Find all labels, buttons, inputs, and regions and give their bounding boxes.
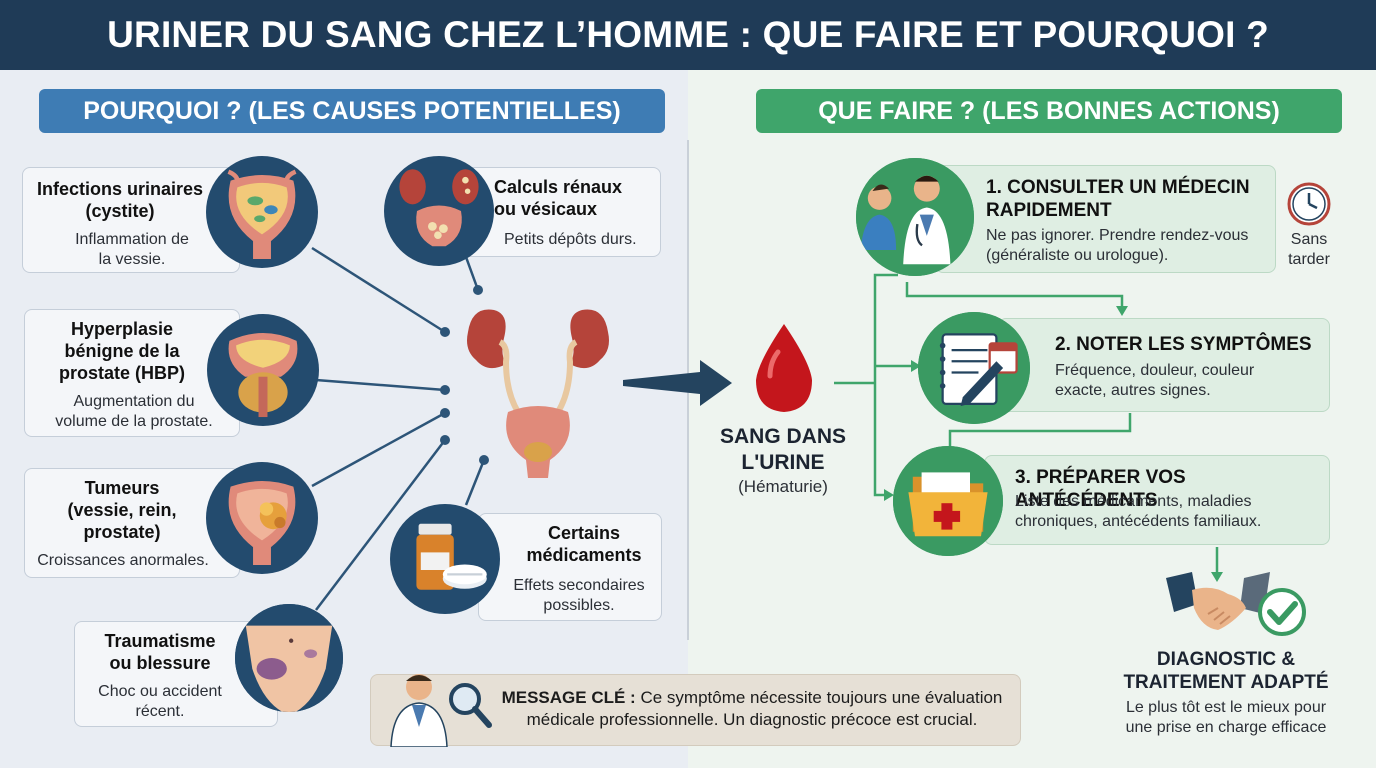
cause-title: Infections urinaires (36, 179, 204, 199)
cause-desc: récent. (135, 703, 185, 720)
cause-title: ou vésicaux (494, 199, 598, 219)
center-title: SANG DANS (719, 425, 846, 448)
outcome-title: DIAGNOSTIC & (1156, 649, 1296, 670)
cause-desc: Petits dépôts durs. (504, 231, 637, 248)
center-title: L'URINE (741, 451, 825, 474)
bladder-infection-icon (206, 156, 318, 268)
cause-title: Certains (547, 523, 621, 543)
cause-card-infection: Infections urinaires (cystite) Inflammat… (22, 167, 240, 273)
action-title: 1. CONSULTER UN MÉDECIN (986, 177, 1250, 198)
key-message-box: MESSAGE CLÉ : Ce symptôme nécessite touj… (370, 674, 1021, 747)
cause-title: prostate) (83, 522, 161, 542)
clock-text: Sans (1290, 231, 1328, 248)
cause-card-medication: Certains médicaments Effets secondaires … (478, 513, 662, 621)
action-title: 3. PRÉPARER VOS ANTÉCÉDENTS (1015, 467, 1186, 511)
action-card-consult: 1. CONSULTER UN MÉDECIN RAPIDEMENT Ne pa… (935, 165, 1276, 273)
handshake-check-icon (1166, 572, 1306, 636)
key-message-label: MESSAGE CLÉ : (501, 688, 636, 707)
medical-folder-icon (893, 446, 1003, 556)
cause-card-tumor: Tumeurs (vessie, rein, prostate) Croissa… (24, 468, 240, 578)
kidney-stones-icon (384, 156, 494, 266)
cause-desc: Choc ou accident (98, 683, 222, 700)
action-card-symptoms: 2. NOTER LES SYMPTÔMES Fréquence, douleu… (998, 318, 1330, 412)
action-title: 2. NOTER LES SYMPTÔMES (1055, 334, 1312, 355)
tumor-icon (206, 462, 318, 574)
cause-desc: possibles. (543, 597, 615, 614)
cause-title: Calculs rénaux (494, 177, 623, 197)
doctor-magnifier-icon (390, 674, 492, 747)
section-divider (687, 140, 689, 640)
action-desc: Liste des médicaments, maladies (1015, 493, 1252, 510)
cause-title: Traumatisme (104, 631, 216, 651)
cause-title: (cystite) (85, 201, 155, 221)
action-title: RAPIDEMENT (986, 200, 1112, 221)
notebook-icon (918, 312, 1030, 424)
key-message-body: Ce symptôme nécessite toujours une évalu… (526, 688, 1003, 729)
cause-title: (vessie, rein, (67, 500, 177, 520)
causes-header: POURQUOI ? (LES CAUSES POTENTIELLES) (39, 89, 665, 133)
cause-card-hbp: Hyperplasie bénigne de la prostate (HBP)… (24, 309, 240, 437)
action-desc: Ne pas ignorer. Prendre rendez-vous (986, 227, 1249, 244)
cause-desc: Inflammation de (75, 231, 189, 248)
outcome-title: TRAITEMENT ADAPTÉ (1123, 672, 1329, 693)
action-desc: (généraliste ou urologue). (986, 247, 1169, 264)
urinary-tract-icon (467, 309, 609, 478)
cause-desc: la vessie. (98, 251, 166, 268)
clock-label: Sans tarder (1276, 230, 1342, 270)
cause-title: prostate (HBP) (58, 363, 185, 383)
cause-title: bénigne de la (64, 341, 180, 361)
cause-desc: Croissances anormales. (37, 552, 209, 569)
cause-desc: volume de la prostate. (55, 413, 213, 430)
key-message-text: MESSAGE CLÉ : Ce symptôme nécessite touj… (497, 687, 1007, 731)
clock-text: tarder (1288, 251, 1330, 268)
cause-desc: Effets secondaires (513, 577, 645, 594)
action-desc: exacte, autres signes. (1055, 382, 1211, 399)
blood-drop-icon (756, 324, 812, 412)
outcome-desc: Le plus tôt est le mieux pour (1125, 699, 1327, 716)
outcome-block: DIAGNOSTIC & TRAITEMENT ADAPTÉ Le plus t… (1098, 648, 1354, 738)
cause-title: Hyperplasie (70, 319, 174, 339)
center-subtitle: (Hématurie) (738, 477, 828, 496)
doctor-consultation-icon (856, 158, 974, 276)
cause-title: ou blessure (109, 653, 211, 673)
cause-title: Tumeurs (84, 478, 160, 498)
cause-desc: Augmentation du (73, 393, 195, 410)
cause-title: médicaments (526, 545, 642, 565)
outcome-desc: une prise en charge efficace (1125, 719, 1327, 736)
action-desc: chroniques, antécédents familiaux. (1015, 513, 1262, 530)
clock-icon (1286, 181, 1332, 227)
action-card-history: 3. PRÉPARER VOS ANTÉCÉDENTS Liste des mé… (984, 455, 1330, 545)
page-title: URINER DU SANG CHEZ L’HOMME : QUE FAIRE … (0, 0, 1376, 70)
blood-in-urine-label: SANG DANS L'URINE (Hématurie) (708, 424, 858, 498)
actions-header: QUE FAIRE ? (LES BONNES ACTIONS) (756, 89, 1342, 133)
medication-icon (390, 504, 500, 614)
prostate-icon (207, 314, 319, 426)
bruise-icon (235, 604, 343, 712)
action-desc: Fréquence, douleur, couleur (1055, 362, 1255, 379)
